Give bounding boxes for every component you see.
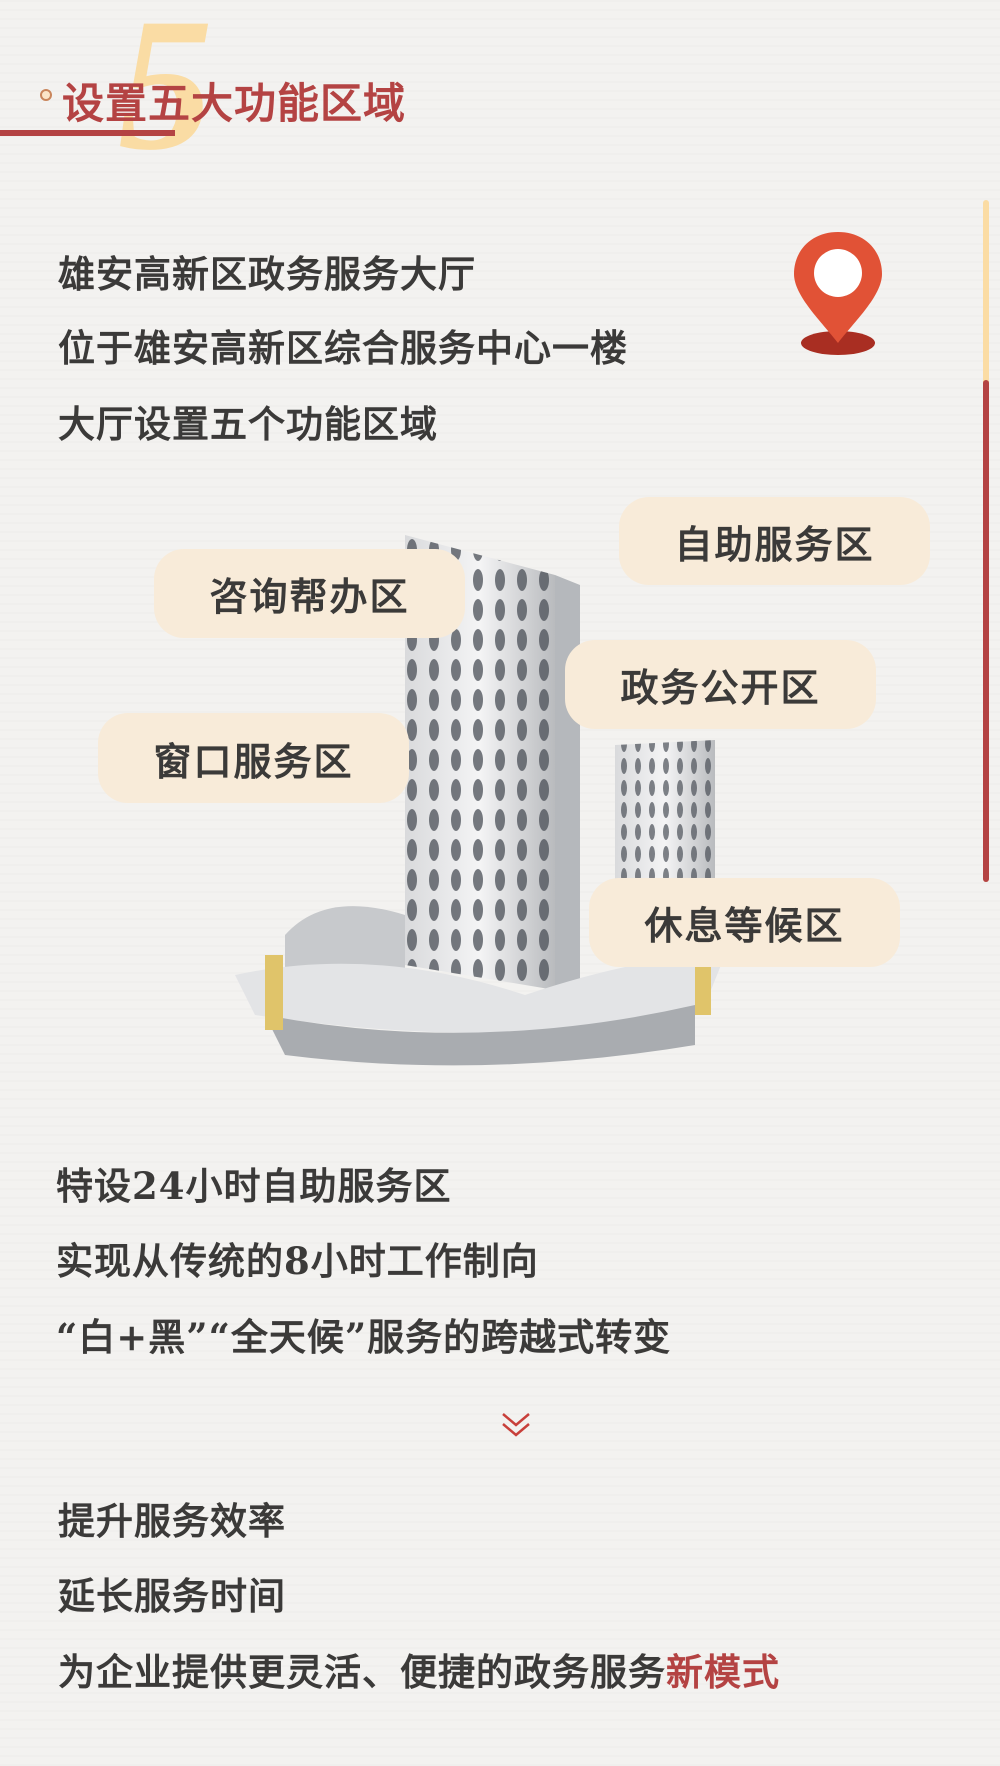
intro-line: 雄安高新区政务服务大厅 — [58, 252, 476, 296]
benefit-line: 提升服务效率 — [58, 1499, 286, 1543]
zone-public-info: 政务公开区 — [565, 640, 876, 729]
intro-line: 位于雄安高新区综合服务中心一楼 — [58, 326, 628, 370]
feature-line: 实现从传统的8小时工作制向 — [56, 1239, 539, 1283]
feature-line: “白+黑”“全天候”服务的跨越式转变 — [56, 1315, 672, 1359]
bullet-dot-icon — [40, 89, 52, 101]
section-title: 设置五大功能区域 — [62, 79, 407, 128]
zone-consultation: 咨询帮办区 — [154, 549, 465, 638]
closing-text: 为企业提供更灵活、便捷的政务服务 — [58, 1650, 666, 1694]
benefit-line: 延长服务时间 — [58, 1574, 286, 1618]
section-number: 5 — [118, 0, 213, 190]
title-underline — [0, 130, 175, 136]
feature-line: 特设24小时自助服务区 — [56, 1164, 452, 1208]
double-chevron-down-icon — [502, 1413, 530, 1437]
zone-waiting: 休息等候区 — [589, 878, 900, 967]
intro-line: 大厅设置五个功能区域 — [58, 402, 438, 446]
zone-self-service: 自助服务区 — [619, 497, 930, 585]
closing-line: 为企业提供更灵活、便捷的政务服务新模式 — [58, 1642, 780, 1696]
zone-window-service: 窗口服务区 — [98, 713, 409, 803]
scrollbar-thumb[interactable] — [983, 380, 989, 882]
map-pin-icon — [794, 232, 882, 355]
closing-highlight: 新模式 — [666, 1650, 780, 1694]
